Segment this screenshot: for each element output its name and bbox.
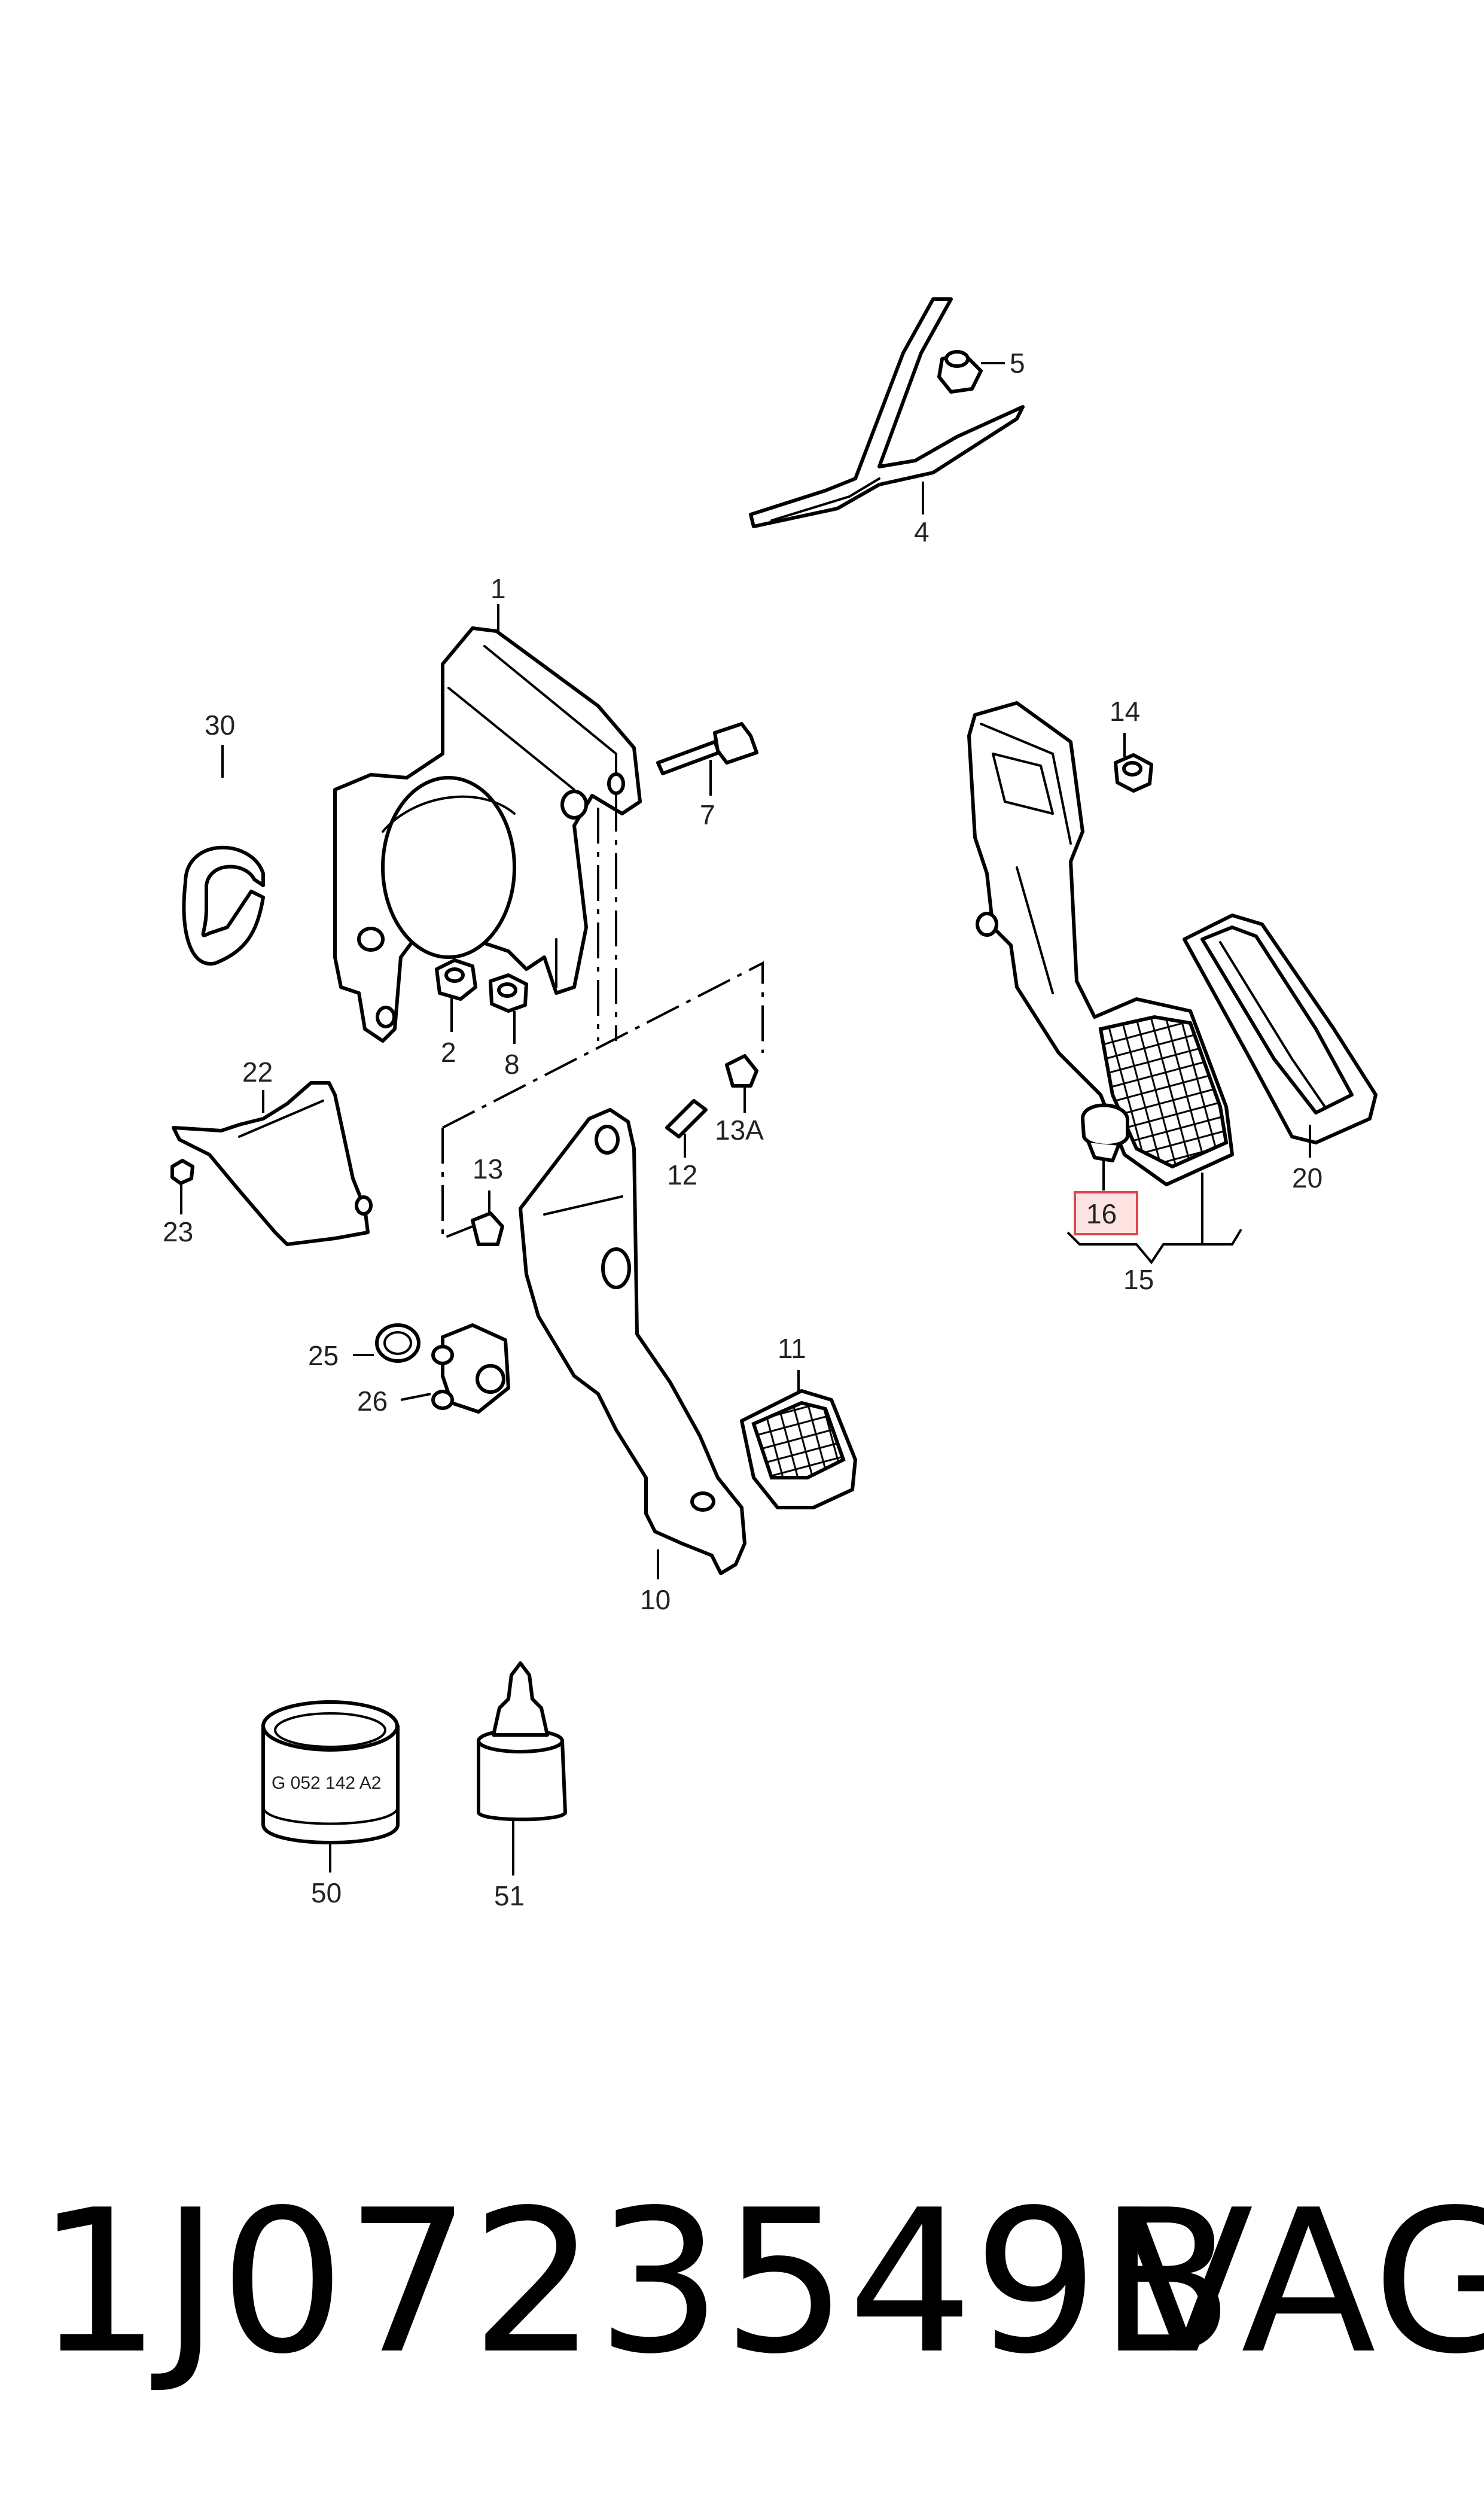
container-part-50: G 052 142 A2 <box>261 1700 400 1844</box>
callout-4: 4 <box>914 516 930 547</box>
clip-part-30 <box>182 845 265 966</box>
assembly-dash-lines <box>441 796 764 1240</box>
accelerator-pedal-assembly-part-15 <box>967 701 1234 1186</box>
callout-12: 12 <box>667 1159 697 1191</box>
pedal-bracket-part-1 <box>333 626 642 1043</box>
bottle-part-51 <box>477 1661 567 1822</box>
callout-23: 23 <box>163 1216 193 1247</box>
callout-20: 20 <box>1292 1162 1323 1193</box>
nut-part-14 <box>1114 753 1153 793</box>
callout-13a: 13A <box>715 1115 764 1146</box>
callout-5: 5 <box>1010 348 1025 379</box>
callout-14: 14 <box>1110 696 1140 727</box>
switch-part-26 <box>431 1323 510 1414</box>
bushing-part-13a <box>725 1054 758 1088</box>
bolt-part-7 <box>656 722 758 775</box>
callout-50: 50 <box>311 1877 342 1908</box>
pedal-pad-part-11 <box>740 1389 857 1509</box>
callout-26: 26 <box>357 1386 388 1417</box>
callout-1: 1 <box>490 573 506 604</box>
callout-11: 11 <box>778 1333 806 1364</box>
callout-labels: 1 2 4 5 7 8 10 11 12 13 13A 14 15 16 20 … <box>163 348 1323 1911</box>
nut-part-23 <box>170 1159 194 1185</box>
callout-13: 13 <box>473 1153 503 1185</box>
callout-22: 22 <box>242 1056 273 1088</box>
callout-15: 15 <box>1123 1264 1154 1295</box>
bushing-part-12 <box>665 1099 708 1138</box>
pedal-arm-part-10 <box>519 1108 746 1575</box>
callout-25: 25 <box>308 1340 339 1371</box>
brand-label: VAG <box>1119 2167 1484 2397</box>
seal-ring-part-25 <box>375 1323 420 1363</box>
callout-51: 51 <box>494 1880 525 1911</box>
callout-30: 30 <box>205 710 235 741</box>
highlight-box-part-16 <box>1074 1191 1138 1235</box>
bushing-part-13 <box>471 1211 504 1246</box>
callout-16: 16 <box>1086 1198 1117 1229</box>
callout-8: 8 <box>504 1049 520 1080</box>
clip-nut-part-5 <box>937 350 983 394</box>
pedal-cover-part-20 <box>1183 914 1378 1144</box>
container-label: G 052 142 A2 <box>272 1773 382 1793</box>
stop-buffer-part-16 <box>1081 1103 1129 1162</box>
callout-7: 7 <box>700 799 715 830</box>
callout-2: 2 <box>441 1037 456 1068</box>
nut-part-2 <box>435 958 477 1001</box>
group-bracket-15 <box>1066 1228 1242 1265</box>
bracket-part-22 <box>172 1081 373 1246</box>
callout-10: 10 <box>640 1584 671 1615</box>
nut-part-8 <box>489 973 528 1013</box>
part-number: 1J0723549B <box>36 2167 1235 2397</box>
bracket-part-4 <box>749 297 1025 528</box>
